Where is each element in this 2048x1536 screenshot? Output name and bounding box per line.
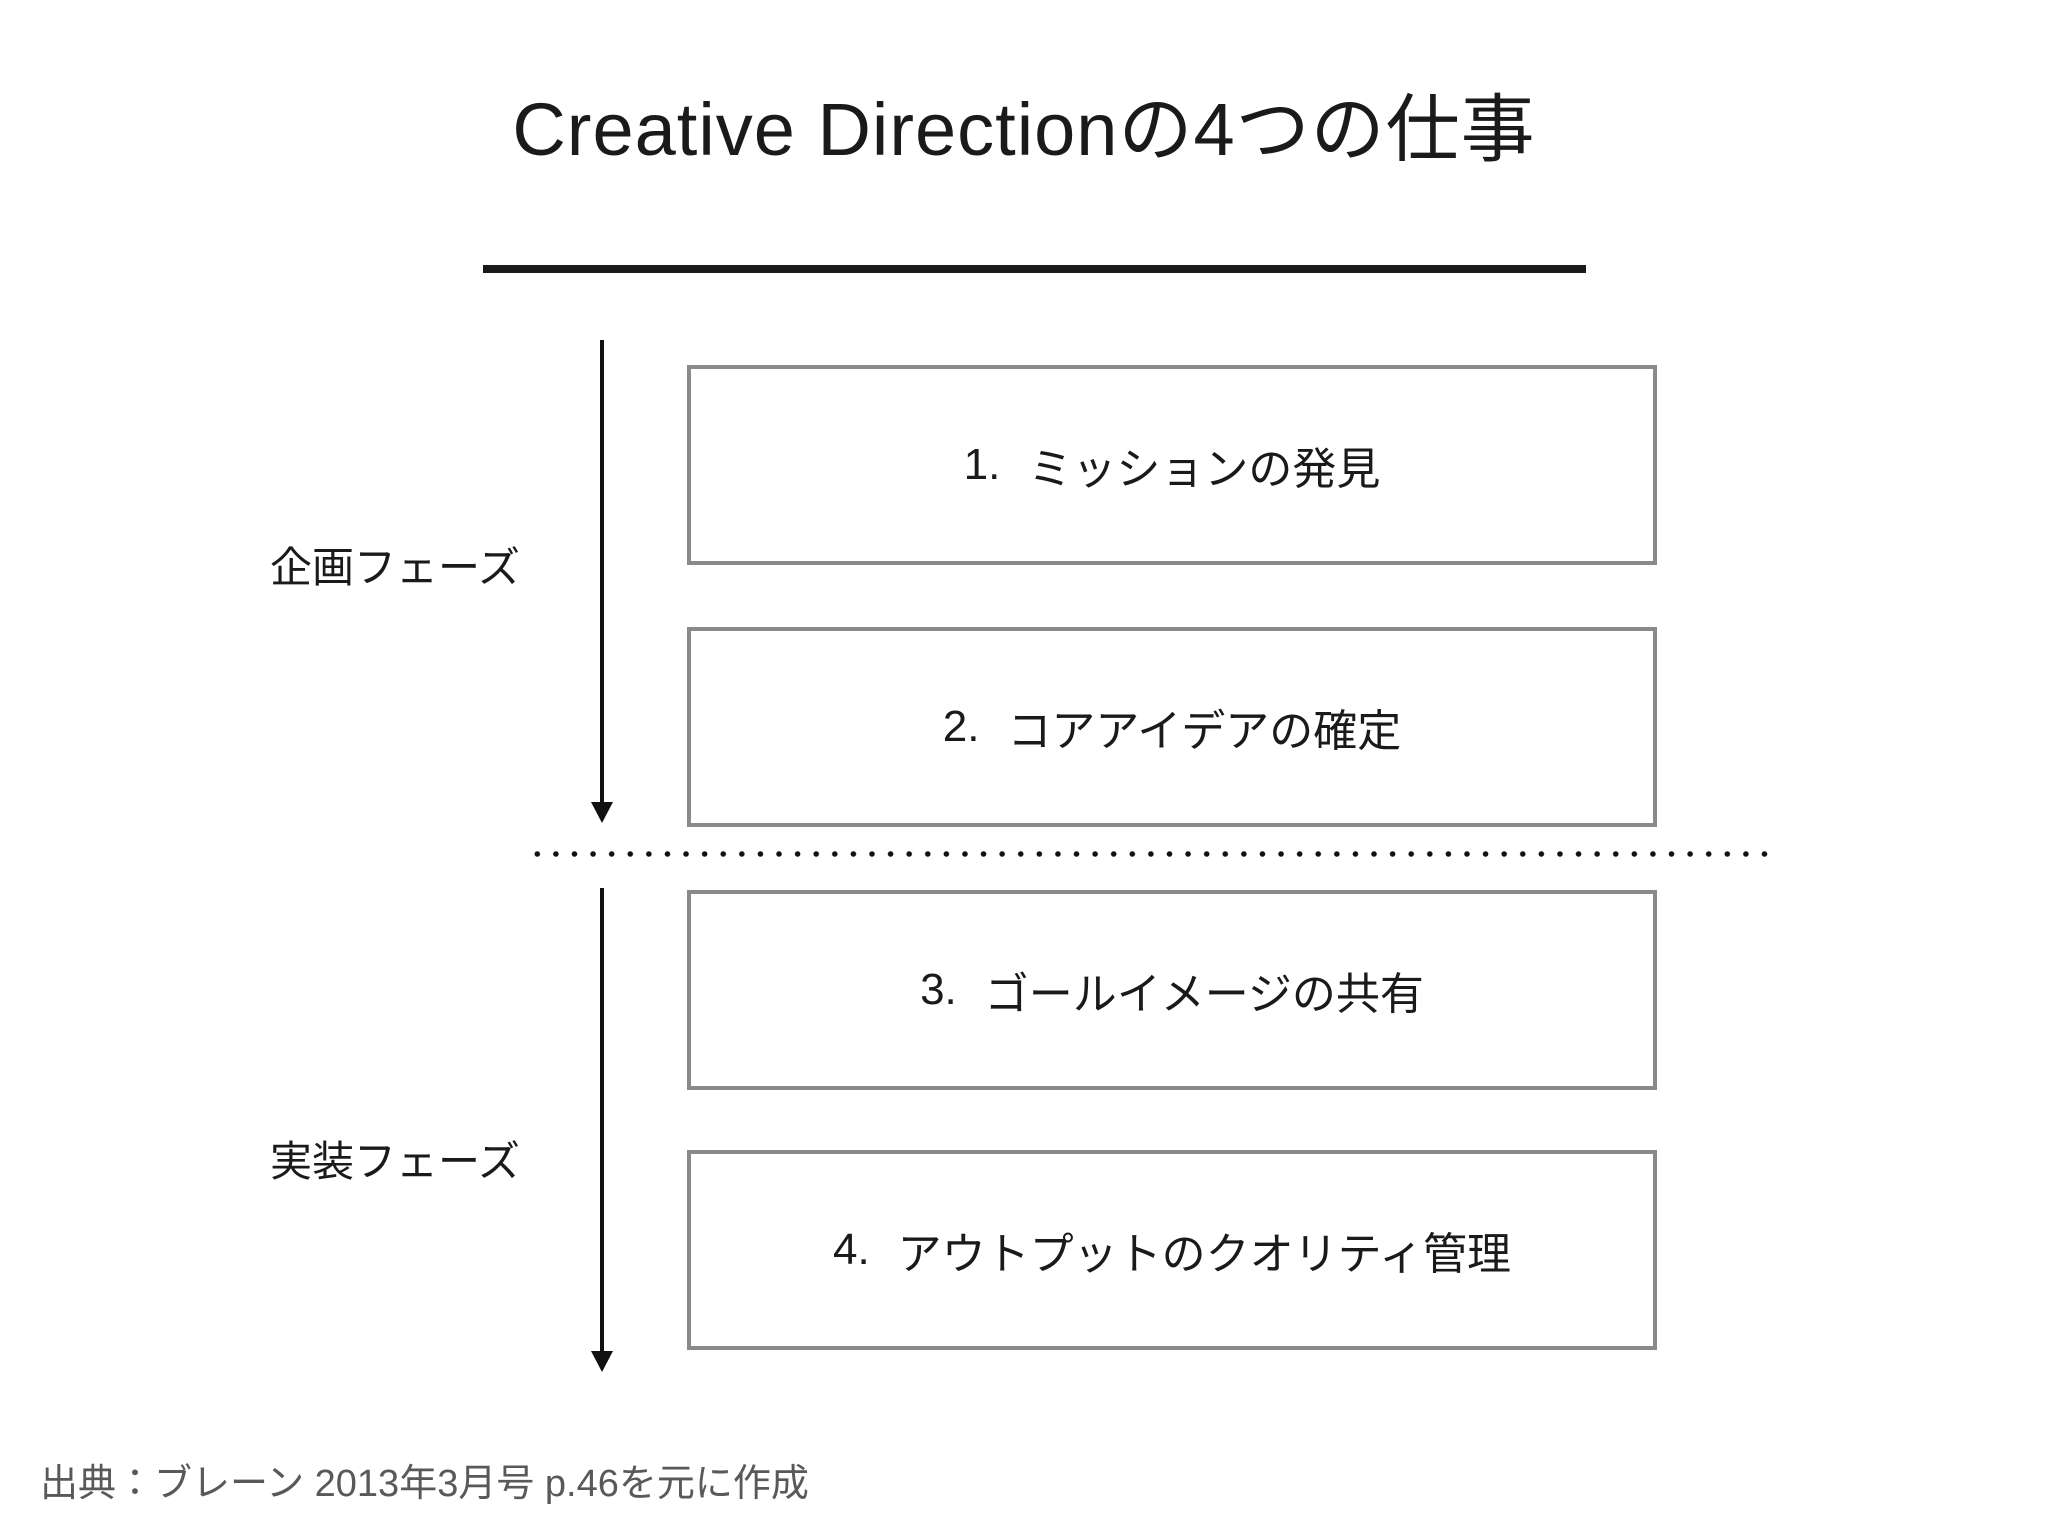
task-box-4: 4. アウトプットのクオリティ管理: [687, 1150, 1657, 1350]
planning-phase-down-arrow-icon: [591, 340, 613, 823]
arrow-head: [591, 1351, 613, 1372]
phase-divider-dotted-line: [528, 851, 1768, 857]
task-box-2: 2. コアアイデアの確定: [687, 627, 1657, 827]
phase-label-implementation: 実装フェーズ: [270, 1138, 520, 1185]
task-label: ゴールイメージの共有: [984, 970, 1424, 1019]
task-number: 4.: [832, 1225, 870, 1274]
source-citation: 出典：ブレーン 2013年3月号 p.46を元に作成: [40, 1463, 809, 1505]
task-label: コアアイデアの確定: [1007, 707, 1402, 756]
task-label: ミッションの発見: [1028, 445, 1381, 494]
arrow-head: [591, 802, 613, 823]
arrow-shaft: [600, 888, 604, 1351]
task-box-3: 3. ゴールイメージの共有: [687, 890, 1657, 1090]
implementation-phase-down-arrow-icon: [591, 888, 613, 1372]
task-label: アウトプットのクオリティ管理: [897, 1230, 1512, 1279]
phase-label-planning: 企画フェーズ: [270, 544, 520, 591]
arrow-shaft: [600, 340, 604, 802]
page-title: Creative Directionの4つの仕事: [512, 88, 1536, 171]
task-number: 2.: [942, 702, 980, 751]
task-box-1: 1. ミッションの発見: [687, 365, 1657, 565]
task-number: 3.: [920, 965, 957, 1014]
task-number: 1.: [963, 440, 1001, 489]
title-underline: [483, 265, 1586, 273]
